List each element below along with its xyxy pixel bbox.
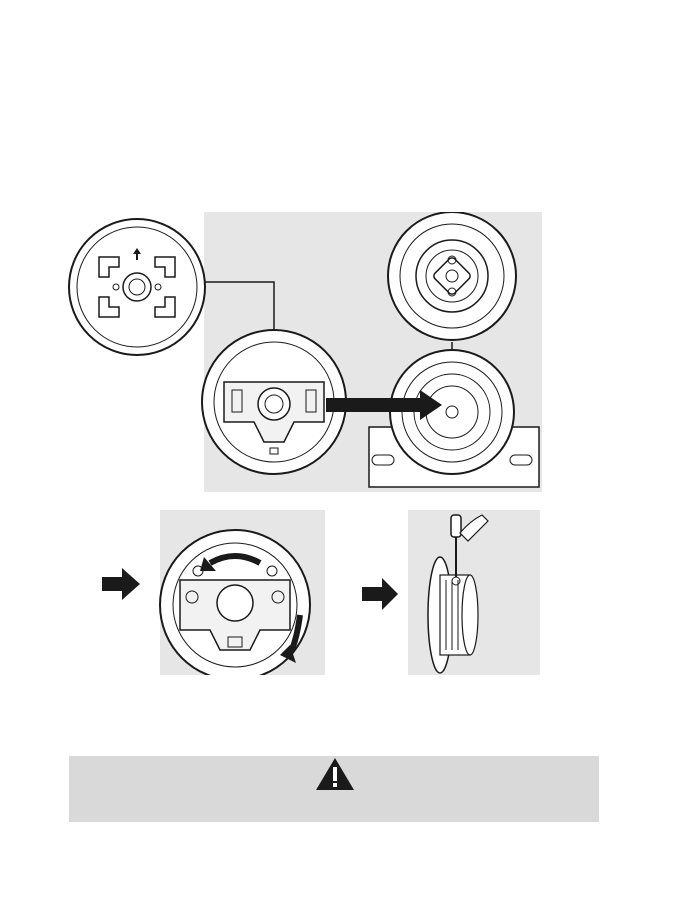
side-view-wheel [428,557,478,673]
push-arrow-right [362,578,398,610]
steering-wheel-back [202,330,346,474]
bottom-left-illustration [100,505,325,675]
top-illustration-panel [64,212,542,492]
warning-triangle-icon [314,756,356,792]
base-hub-closeup [388,212,516,340]
mounting-diagram [64,212,542,492]
bottom-right-illustration [360,505,540,675]
tighten-screw-diagram [360,505,540,675]
rotate-wheel-diagram [100,505,325,675]
wheel-hub-closeup [69,219,205,355]
push-arrow-left [102,568,140,600]
warning-band [69,756,599,822]
